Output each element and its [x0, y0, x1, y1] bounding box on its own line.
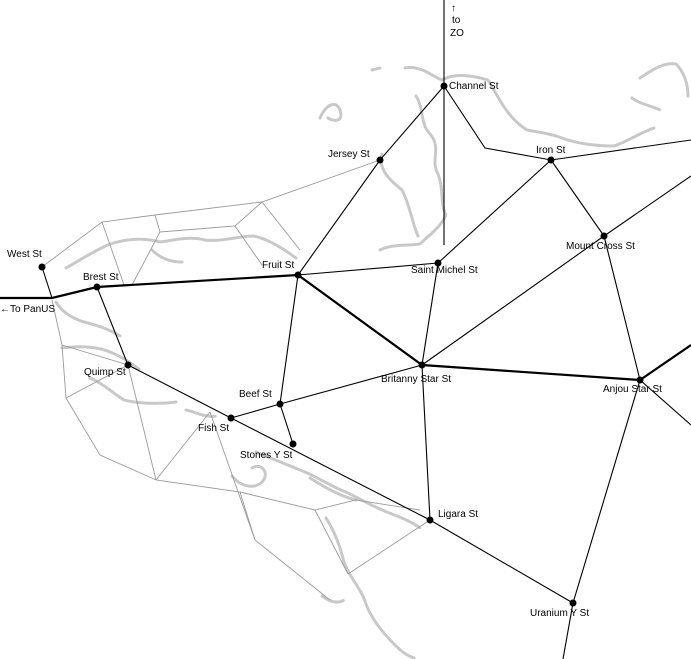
north-arrow-icon[interactable]: ↑ [451, 3, 456, 14]
station-dot-quimp[interactable] [124, 361, 132, 369]
cell-boundaries [41, 159, 431, 601]
station-label-jersey[interactable]: Jersey St [328, 149, 370, 160]
station-label-beef[interactable]: Beef St [239, 389, 272, 400]
station-dot-brest[interactable] [93, 283, 101, 291]
station-dot-stones-y[interactable] [289, 440, 297, 448]
station-label-mount-cross[interactable]: Mount Cross St [566, 241, 635, 252]
north-exit-destination[interactable]: ZO [450, 28, 464, 39]
station-dot-iron[interactable] [547, 156, 555, 164]
station-label-ligara[interactable]: Ligara St [438, 509, 478, 520]
station-label-brest[interactable]: Brest St [83, 272, 119, 283]
station-label-channel[interactable]: Channel St [449, 81, 499, 92]
station-label-saint-michel[interactable]: Saint Michel St [411, 265, 478, 276]
station-label-iron[interactable]: Iron St [536, 145, 566, 156]
station-dot-jersey[interactable] [376, 156, 384, 164]
station-dot-mount-cross[interactable] [600, 232, 608, 240]
station-dot-channel[interactable] [440, 82, 448, 90]
station-dot-britanny-star[interactable] [418, 361, 426, 369]
station-label-stones-y[interactable]: Stones Y St [240, 450, 293, 461]
station-label-anjou-star[interactable]: Anjou Star St [603, 384, 662, 395]
station-dot-uranium-y[interactable] [569, 599, 577, 607]
coastline [54, 62, 690, 659]
station-label-fruit[interactable]: Fruit St [262, 260, 294, 271]
station-dot-west[interactable] [38, 263, 46, 271]
station-label-quimp[interactable]: Quimp St [84, 367, 126, 378]
stations [38, 82, 644, 607]
station-dot-fruit[interactable] [294, 271, 302, 279]
station-dot-anjou-star[interactable] [636, 376, 644, 384]
station-label-west[interactable]: West St [7, 249, 42, 260]
station-label-uranium-y[interactable]: Uranium Y St [530, 608, 589, 619]
west-exit-label[interactable]: ←To PanUS [0, 304, 55, 315]
station-dot-ligara[interactable] [426, 516, 434, 524]
north-exit-to[interactable]: to [452, 15, 461, 26]
station-dot-beef[interactable] [276, 400, 284, 408]
station-label-fish[interactable]: Fish St [198, 423, 229, 434]
station-labels: Channel St Jersey St Iron St West St Bre… [7, 81, 662, 619]
station-dot-saint-michel[interactable] [434, 259, 442, 267]
station-dot-fish[interactable] [227, 414, 235, 422]
station-label-britanny-star[interactable]: Britanny Star St [381, 374, 451, 385]
exit-markers: ↑ to ZO ←To PanUS [0, 3, 464, 315]
rail-routes [41, 0, 691, 659]
